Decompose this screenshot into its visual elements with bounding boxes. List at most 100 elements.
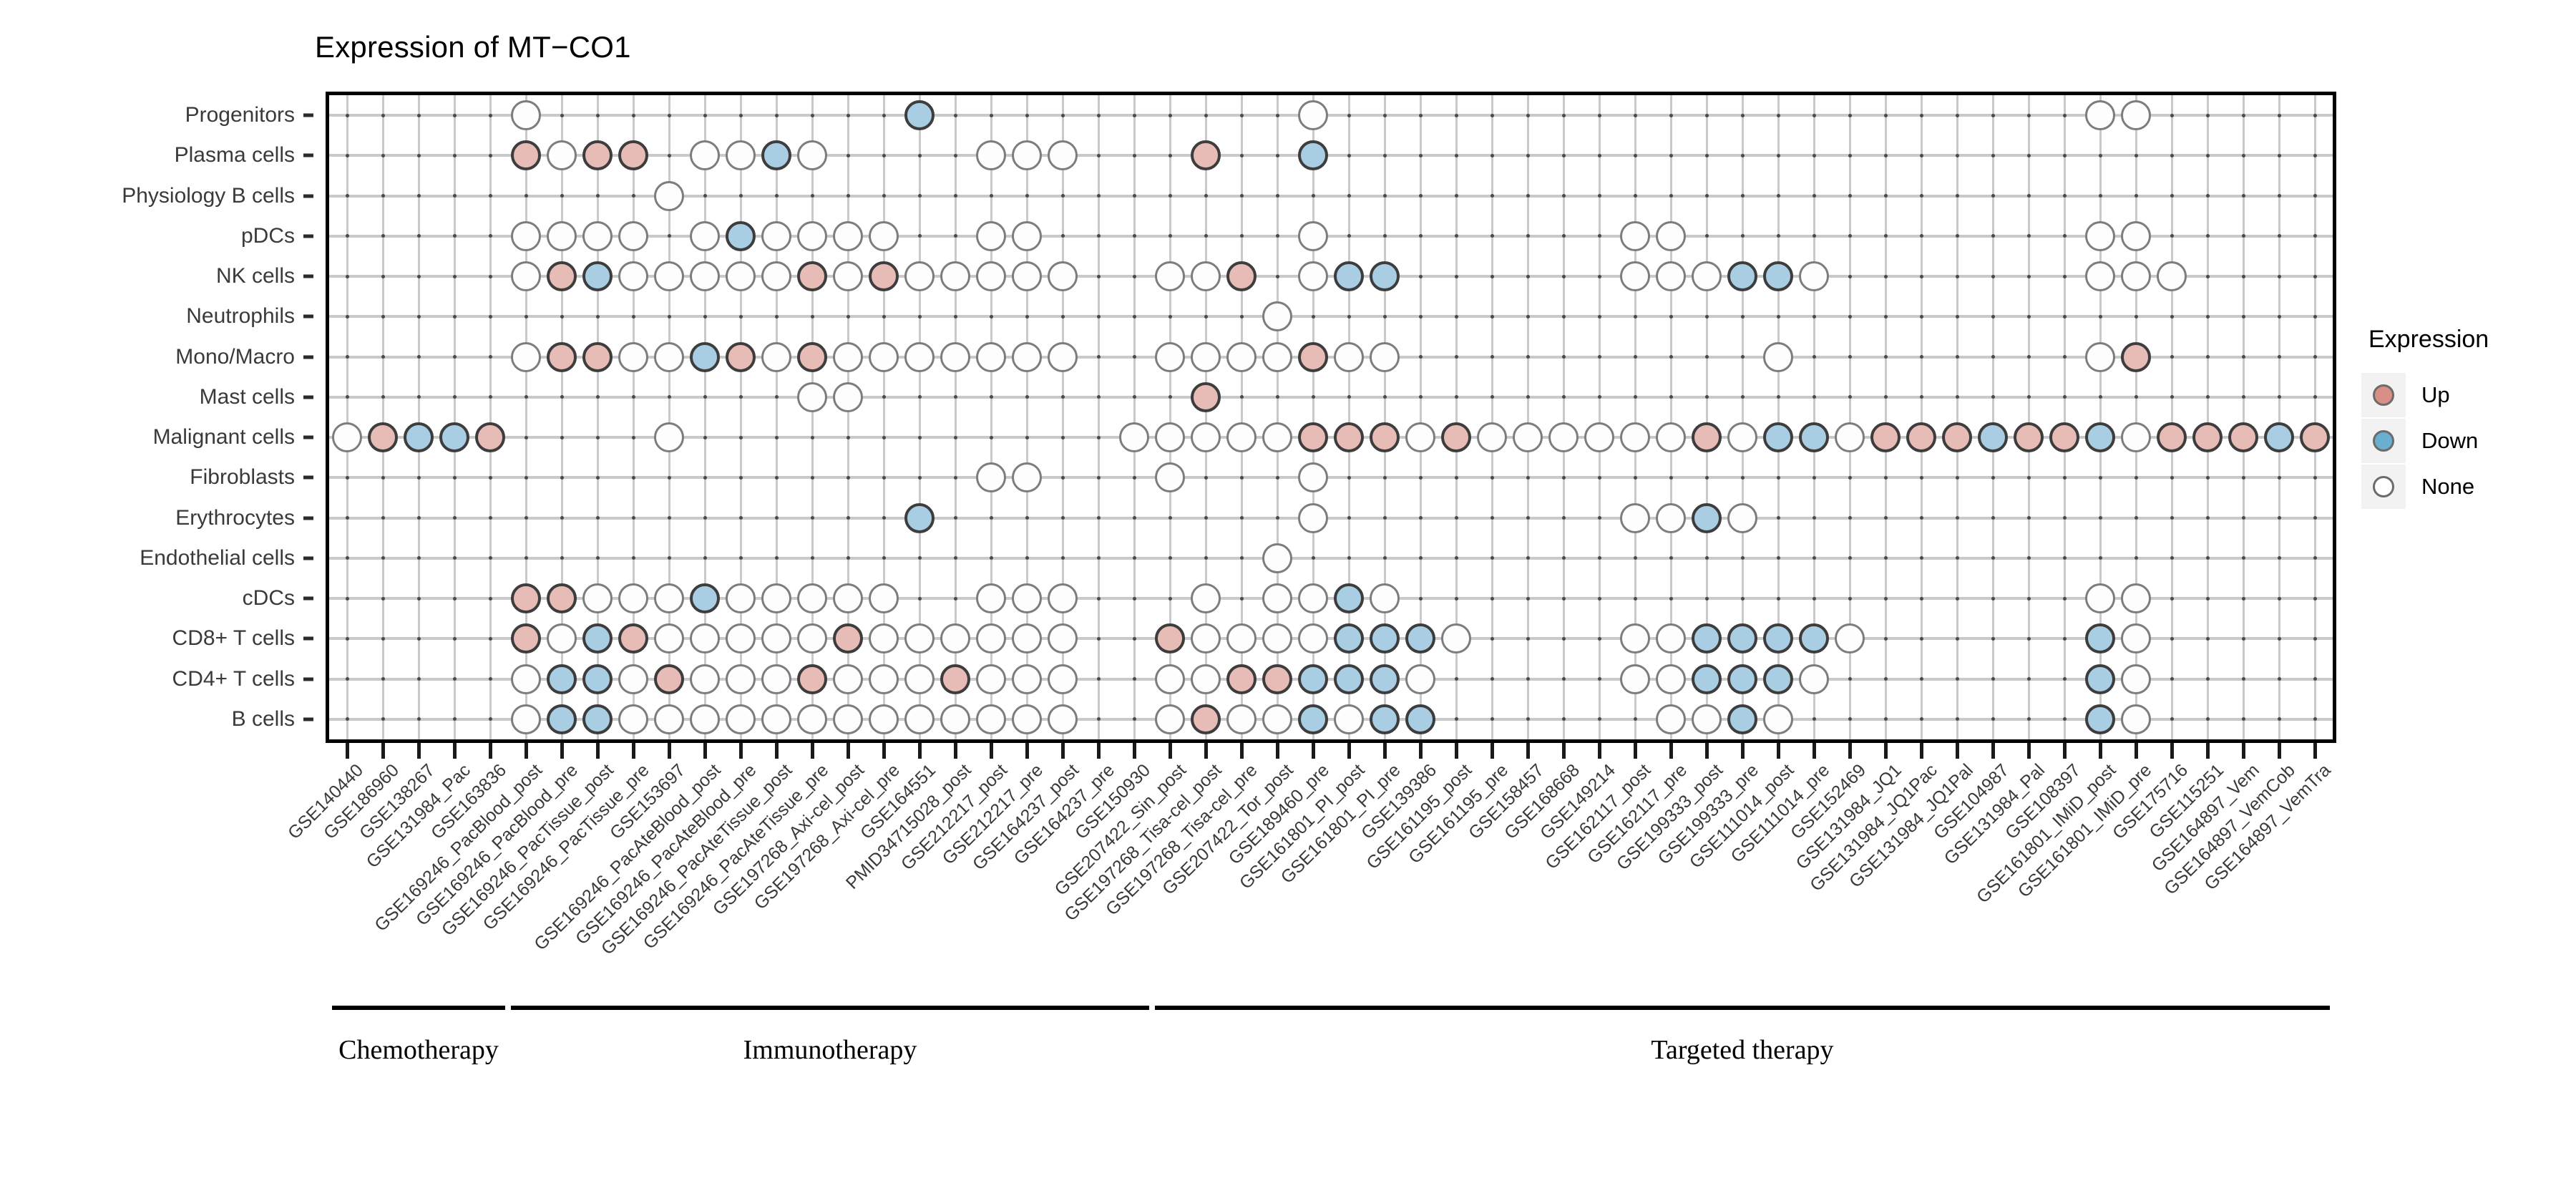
expression-dot[interactable] (976, 462, 1006, 493)
expression-dot[interactable] (1226, 623, 1257, 654)
expression-dot[interactable] (761, 623, 791, 654)
expression-dot[interactable] (1405, 422, 1435, 453)
expression-dot[interactable] (547, 341, 577, 372)
expression-dot[interactable] (726, 664, 756, 694)
expression-dot[interactable] (1656, 704, 1686, 734)
expression-dot[interactable] (2085, 422, 2115, 453)
expression-dot[interactable] (1226, 341, 1257, 372)
expression-dot[interactable] (2085, 341, 2115, 372)
expression-dot[interactable] (690, 583, 720, 614)
expression-dot[interactable] (833, 220, 863, 251)
expression-dot[interactable] (1727, 664, 1757, 694)
expression-dot[interactable] (511, 341, 541, 372)
expression-dot[interactable] (1405, 623, 1435, 654)
expression-dot[interactable] (976, 623, 1006, 654)
expression-dot[interactable] (1763, 422, 1793, 453)
expression-dot[interactable] (761, 664, 791, 694)
expression-dot[interactable] (1441, 422, 1471, 453)
expression-dot[interactable] (1513, 422, 1543, 453)
expression-dot[interactable] (1978, 422, 2008, 453)
expression-dot[interactable] (511, 704, 541, 734)
expression-dot[interactable] (511, 220, 541, 251)
expression-dot[interactable] (726, 220, 756, 251)
expression-dot[interactable] (618, 140, 648, 171)
expression-dot[interactable] (976, 220, 1006, 251)
expression-dot[interactable] (1155, 462, 1185, 493)
expression-dot[interactable] (1763, 341, 1793, 372)
expression-dot[interactable] (2264, 422, 2294, 453)
expression-dot[interactable] (1262, 543, 1292, 573)
expression-dot[interactable] (1155, 341, 1185, 372)
expression-dot[interactable] (2121, 261, 2151, 292)
expression-dot[interactable] (904, 502, 935, 533)
expression-dot[interactable] (976, 140, 1006, 171)
expression-dot[interactable] (797, 220, 827, 251)
expression-dot[interactable] (582, 623, 613, 654)
expression-dot[interactable] (1048, 261, 1078, 292)
expression-dot[interactable] (582, 664, 613, 694)
expression-dot[interactable] (869, 261, 899, 292)
expression-dot[interactable] (1656, 623, 1686, 654)
expression-dot[interactable] (2121, 623, 2151, 654)
expression-dot[interactable] (1298, 220, 1328, 251)
expression-dot[interactable] (2121, 341, 2151, 372)
expression-dot[interactable] (690, 664, 720, 694)
expression-dot[interactable] (654, 180, 684, 211)
legend-item[interactable]: None (2361, 464, 2562, 510)
expression-dot[interactable] (1727, 623, 1757, 654)
expression-dot[interactable] (547, 704, 577, 734)
expression-dot[interactable] (1191, 422, 1221, 453)
expression-dot[interactable] (1763, 704, 1793, 734)
expression-dot[interactable] (761, 140, 791, 171)
expression-dot[interactable] (1835, 422, 1865, 453)
expression-dot[interactable] (1048, 341, 1078, 372)
expression-dot[interactable] (547, 623, 577, 654)
expression-dot[interactable] (1191, 341, 1221, 372)
expression-dot[interactable] (1370, 341, 1400, 372)
expression-dot[interactable] (690, 341, 720, 372)
expression-dot[interactable] (940, 341, 970, 372)
expression-dot[interactable] (1012, 462, 1042, 493)
expression-dot[interactable] (2085, 704, 2115, 734)
expression-dot[interactable] (404, 422, 434, 453)
expression-dot[interactable] (761, 220, 791, 251)
expression-dot[interactable] (1298, 583, 1328, 614)
expression-dot[interactable] (1226, 704, 1257, 734)
expression-dot[interactable] (1477, 422, 1507, 453)
expression-dot[interactable] (618, 704, 648, 734)
expression-dot[interactable] (690, 261, 720, 292)
expression-dot[interactable] (511, 623, 541, 654)
expression-dot[interactable] (1656, 664, 1686, 694)
expression-dot[interactable] (654, 422, 684, 453)
expression-dot[interactable] (833, 704, 863, 734)
expression-dot[interactable] (1119, 422, 1149, 453)
expression-dot[interactable] (654, 623, 684, 654)
expression-dot[interactable] (547, 664, 577, 694)
expression-dot[interactable] (726, 583, 756, 614)
expression-dot[interactable] (1048, 664, 1078, 694)
expression-dot[interactable] (1298, 341, 1328, 372)
expression-dot[interactable] (1262, 583, 1292, 614)
expression-dot[interactable] (1298, 100, 1328, 131)
expression-dot[interactable] (1012, 664, 1042, 694)
expression-dot[interactable] (797, 140, 827, 171)
expression-dot[interactable] (1835, 623, 1865, 654)
expression-dot[interactable] (1191, 583, 1221, 614)
expression-dot[interactable] (1870, 422, 1901, 453)
expression-dot[interactable] (2085, 220, 2115, 251)
expression-dot[interactable] (511, 261, 541, 292)
expression-dot[interactable] (1298, 462, 1328, 493)
expression-dot[interactable] (2157, 261, 2187, 292)
expression-dot[interactable] (976, 583, 1006, 614)
expression-dot[interactable] (1012, 220, 1042, 251)
expression-dot[interactable] (1370, 422, 1400, 453)
expression-dot[interactable] (1942, 422, 1972, 453)
expression-dot[interactable] (1799, 422, 1829, 453)
expression-dot[interactable] (833, 664, 863, 694)
expression-dot[interactable] (833, 623, 863, 654)
expression-dot[interactable] (1405, 664, 1435, 694)
expression-dot[interactable] (1155, 422, 1185, 453)
expression-dot[interactable] (618, 664, 648, 694)
expression-dot[interactable] (1334, 341, 1364, 372)
expression-dot[interactable] (1155, 704, 1185, 734)
